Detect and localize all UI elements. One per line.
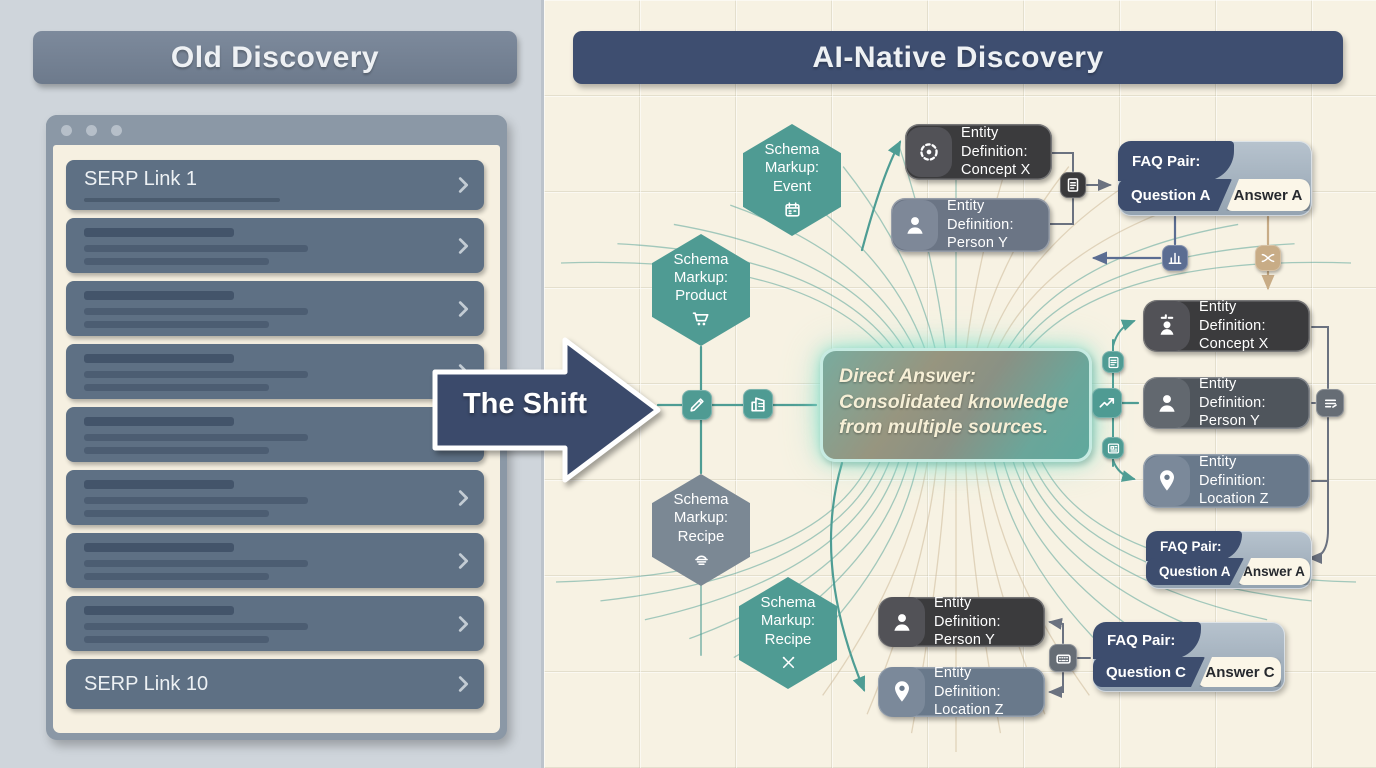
pin-icon xyxy=(1153,467,1181,495)
cart-icon xyxy=(691,309,711,329)
chevron-right-icon xyxy=(452,235,474,257)
serp-link-placeholder[interactable] xyxy=(66,281,484,336)
faq-pair-title: FAQ Pair: xyxy=(1093,622,1201,659)
old-discovery-panel: Old Discovery SERP Link 1 xyxy=(0,0,544,768)
chevron-right-icon xyxy=(452,673,474,695)
calendar-icon xyxy=(783,200,802,219)
serp-link-placeholder[interactable] xyxy=(66,596,484,651)
old-discovery-header: Old Discovery xyxy=(33,31,517,84)
serp-link-placeholder[interactable] xyxy=(66,407,484,462)
faq-pair-title: FAQ Pair: xyxy=(1146,531,1242,561)
presenter-icon xyxy=(1153,312,1181,340)
chevron-right-icon xyxy=(452,550,474,572)
faq-question-tag: Question C xyxy=(1093,657,1205,687)
faq-question-tag: Question A xyxy=(1146,558,1244,585)
old-discovery-title: Old Discovery xyxy=(170,40,380,74)
chevron-right-icon xyxy=(452,298,474,320)
faq-answer-tag: Answer A xyxy=(1238,558,1310,585)
document-icon xyxy=(1060,172,1086,198)
pencil-icon xyxy=(682,390,712,420)
direct-answer-box: Direct Answer: Consolidated knowledge fr… xyxy=(820,348,1092,462)
faq-pair-bottom: FAQ Pair: Question C Answer C xyxy=(1093,622,1285,692)
entity-location-z-right: Entity Definition:Location Z xyxy=(1143,454,1310,508)
serp-link-10[interactable]: SERP Link 10 xyxy=(66,659,484,709)
entity-concept-x-top: Entity Definition:Concept X xyxy=(905,124,1052,180)
pin-icon xyxy=(888,678,916,706)
person-icon xyxy=(901,211,929,239)
bar-chart-icon xyxy=(1162,245,1188,271)
person-icon xyxy=(1153,389,1181,417)
news-icon xyxy=(1102,437,1124,459)
placeholder-bar xyxy=(84,198,280,202)
serp-link-placeholder[interactable] xyxy=(66,533,484,588)
faq-answer-tag: Answer C xyxy=(1199,657,1281,687)
trending-up-icon xyxy=(1092,388,1122,418)
list-quote-icon xyxy=(1316,389,1344,417)
entity-person-y-top: Entity Definition:Person Y xyxy=(891,198,1050,252)
window-titlebar xyxy=(46,115,507,145)
entity-concept-x-right: Entity Definition:Concept X xyxy=(1143,299,1310,352)
ai-native-discovery-header: AI-Native Discovery xyxy=(573,31,1343,84)
cake-icon xyxy=(692,550,711,569)
shift-arrow xyxy=(432,337,661,483)
ai-native-discovery-title: AI-Native Discovery xyxy=(812,40,1104,74)
entity-location-z-bottom: Entity Definition:Location Z xyxy=(878,665,1045,718)
gear-icon xyxy=(915,138,943,166)
faq-pair-top: FAQ Pair: Question A Answer A xyxy=(1118,141,1312,216)
form-icon xyxy=(1102,351,1124,373)
chevron-right-icon xyxy=(452,613,474,635)
keyboard-icon xyxy=(1049,644,1077,672)
chevron-right-icon xyxy=(452,174,474,196)
serp-list: SERP Link 1 xyxy=(66,160,484,709)
entity-person-y-right: Entity Definition:Person Y xyxy=(1143,376,1310,429)
window-dot xyxy=(86,124,97,136)
browser-body: SERP Link 1 xyxy=(53,145,500,733)
shuffle-icon xyxy=(1255,245,1281,271)
serp-link-placeholder[interactable] xyxy=(66,218,484,273)
faq-question-tag: Question A xyxy=(1118,179,1232,211)
serp-link-placeholder[interactable] xyxy=(66,470,484,525)
chevron-right-icon xyxy=(452,487,474,509)
serp-link-label: SERP Link 1 xyxy=(84,168,198,190)
entity-person-y-bottom: Entity Definition:Person Y xyxy=(878,595,1045,648)
serp-link-label: SERP Link 10 xyxy=(84,672,209,695)
window-dot xyxy=(111,124,122,136)
ai-native-discovery-panel: AI-Native Discovery xyxy=(544,0,1376,768)
utensils-icon xyxy=(779,653,798,672)
faq-pair-title: FAQ Pair: xyxy=(1118,141,1234,181)
serp-link-placeholder[interactable] xyxy=(66,344,484,399)
window-dot xyxy=(61,124,72,136)
faq-answer-tag: Answer A xyxy=(1226,179,1310,211)
building-icon xyxy=(743,389,773,419)
serp-link-1[interactable]: SERP Link 1 xyxy=(66,160,484,210)
person-icon xyxy=(888,608,916,636)
faq-pair-middle: FAQ Pair: Question A Answer A xyxy=(1146,531,1312,589)
shift-arrow-label: The Shift xyxy=(462,388,588,420)
browser-window: SERP Link 1 xyxy=(46,115,507,740)
